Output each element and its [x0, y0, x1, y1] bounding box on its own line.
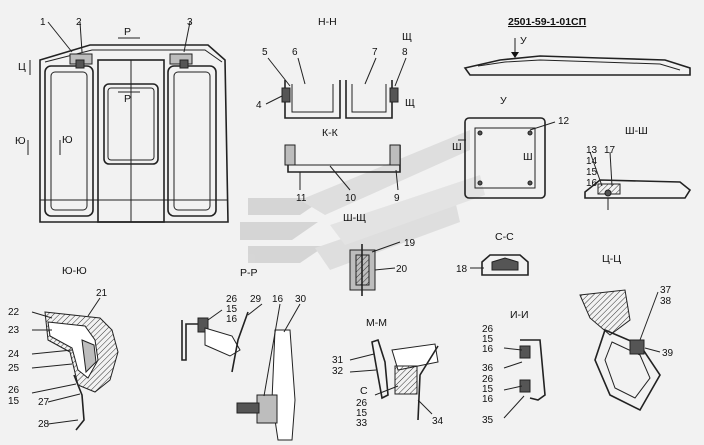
title-r-r: Р-Р: [240, 267, 258, 279]
label-35: 35: [482, 415, 494, 426]
label-16-i2: 16: [482, 394, 494, 405]
label-19: 19: [404, 238, 416, 249]
label-15-m: 15: [356, 408, 368, 419]
section-ts-ts: [579, 289, 661, 412]
label-21: 21: [96, 288, 108, 299]
label-36: 36: [482, 363, 494, 374]
section-sh-sh: [584, 151, 692, 210]
label-17: 17: [604, 145, 616, 156]
mark-p-top: Р: [124, 26, 131, 38]
label-13: 13: [586, 145, 598, 156]
label-15-yu: 15: [8, 396, 20, 407]
top-rail: [463, 38, 691, 76]
label-31: 31: [332, 355, 344, 366]
section-s-s: [470, 254, 529, 276]
label-16-i: 16: [482, 344, 494, 355]
label-11: 11: [296, 193, 307, 204]
label-16-sh: 16: [586, 178, 598, 189]
mark-shch-top: Щ: [402, 31, 412, 43]
label-28: 28: [38, 419, 50, 430]
main-view: [27, 21, 229, 223]
title-k-k: К-К: [322, 127, 339, 139]
section-yu-yu: [31, 297, 119, 431]
title-m-m: М-М: [366, 317, 387, 329]
title-i-i: И-И: [510, 309, 529, 321]
label-32: 32: [332, 366, 344, 377]
mark-s: С: [360, 385, 368, 397]
title-s-s: С-С: [495, 231, 514, 243]
section-sh-shch: [349, 241, 401, 296]
section-i-i: [503, 339, 546, 419]
label-30: 30: [295, 294, 307, 305]
mark-sh-left: Ш: [452, 141, 462, 153]
label-3: 3: [187, 17, 193, 28]
label-22: 22: [8, 307, 20, 318]
title-sh-shch: Ш-Щ: [343, 212, 366, 224]
label-9: 9: [394, 193, 400, 204]
label-26-yu: 26: [8, 385, 20, 396]
label-15-r: 15: [226, 304, 238, 315]
section-k-k: [284, 144, 401, 191]
title-ts-ts: Ц-Ц: [602, 253, 621, 265]
label-14: 14: [586, 156, 598, 167]
mark-yu-right: Ю: [62, 134, 73, 146]
label-37: 37: [660, 285, 672, 296]
label-7: 7: [372, 47, 378, 58]
mark-yu-left: Ю: [15, 135, 26, 147]
title-u: У: [500, 95, 507, 107]
label-27: 27: [38, 397, 50, 408]
label-15-sh: 15: [586, 167, 598, 178]
arrow-label-u: У: [520, 35, 527, 47]
label-20: 20: [396, 264, 408, 275]
label-26-r: 26: [226, 294, 238, 305]
label-12: 12: [558, 116, 570, 127]
label-26-i2: 26: [482, 374, 494, 385]
label-5: 5: [262, 47, 268, 58]
label-23: 23: [8, 325, 20, 336]
drawing-number: 2501-59-1-01СП: [508, 16, 586, 28]
label-26-m: 26: [356, 398, 368, 409]
label-16-r: 16: [226, 314, 238, 325]
section-m-m: [349, 338, 439, 421]
mark-shch-bottom: Щ: [405, 97, 415, 109]
label-34: 34: [432, 416, 444, 427]
mark-sh-right: Ш: [523, 151, 533, 163]
label-38: 38: [660, 296, 672, 307]
view-u: [458, 117, 556, 199]
label-18: 18: [456, 264, 468, 275]
label-39: 39: [662, 348, 674, 359]
label-6: 6: [292, 47, 298, 58]
label-24: 24: [8, 349, 20, 360]
label-15-i: 15: [482, 334, 494, 345]
title-sh-sh: Ш-Ш: [625, 125, 648, 137]
label-25: 25: [8, 363, 20, 374]
mark-p-mid: Р: [124, 93, 131, 105]
section-h-h: [265, 57, 407, 119]
label-2: 2: [76, 17, 82, 28]
label-1: 1: [40, 17, 46, 28]
label-33: 33: [356, 418, 368, 429]
label-16-r2: 16: [272, 294, 284, 305]
title-h-h: Н-Н: [318, 16, 337, 28]
label-8: 8: [402, 47, 408, 58]
mark-ts: Ц: [18, 61, 26, 73]
label-26-i: 26: [482, 324, 494, 335]
label-4: 4: [256, 100, 262, 111]
label-15-i2: 15: [482, 384, 494, 395]
title-yu-yu: Ю-Ю: [62, 265, 87, 277]
section-r-r: [181, 303, 301, 441]
label-10: 10: [345, 193, 357, 204]
label-29: 29: [250, 294, 262, 305]
